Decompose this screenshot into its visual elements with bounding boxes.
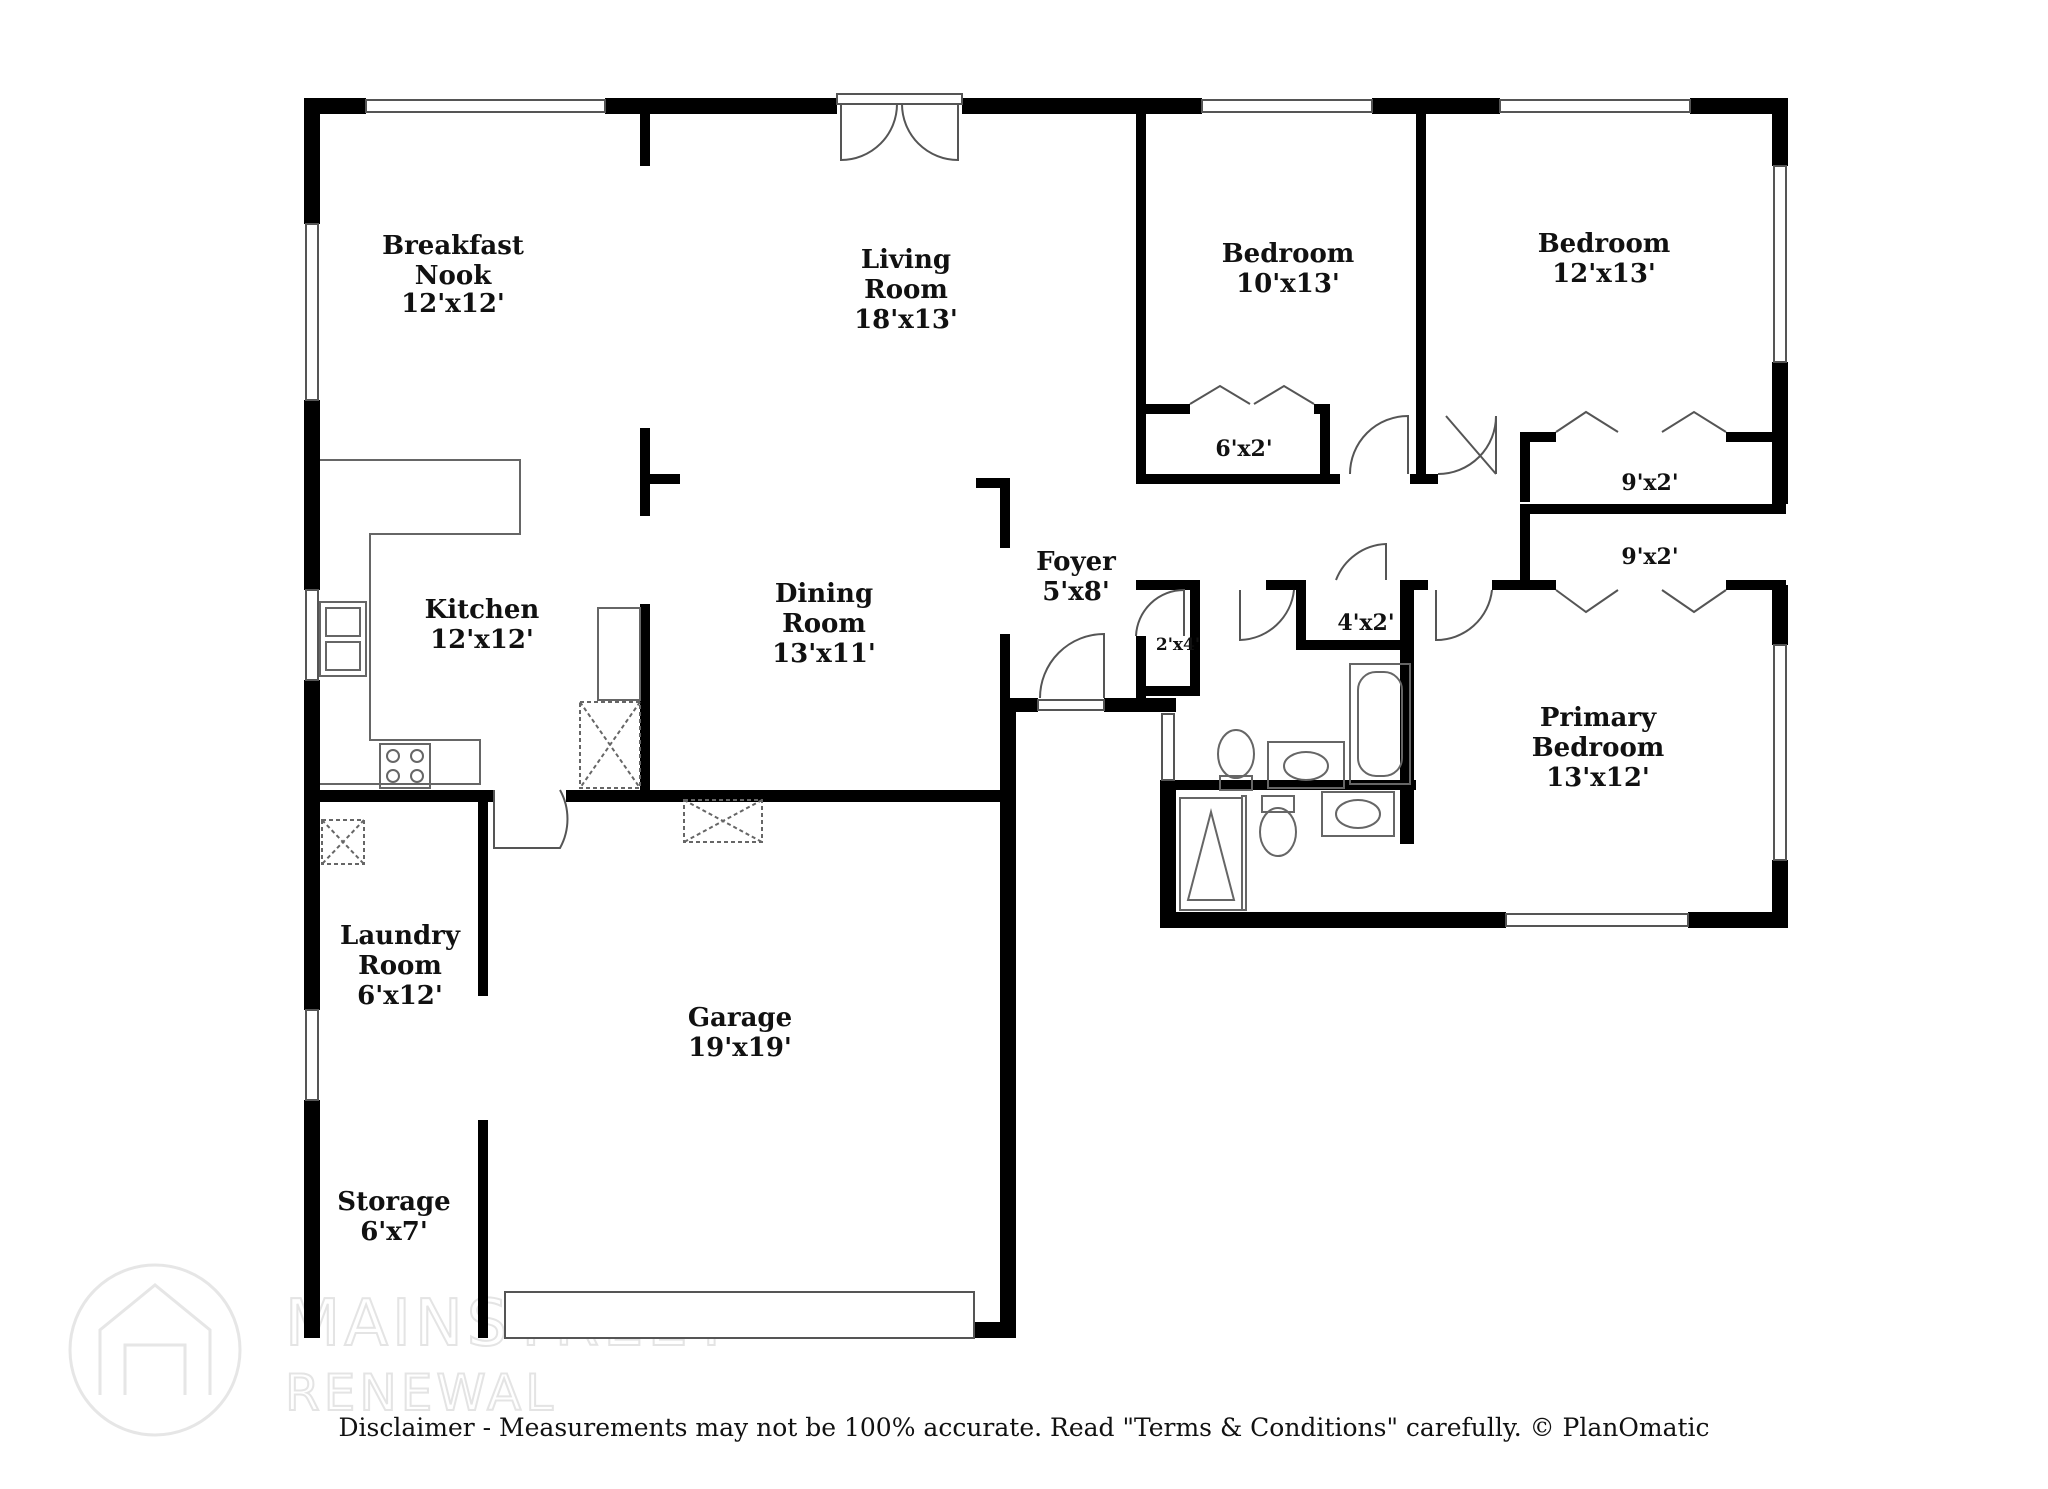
dining-room-label: Dining bbox=[775, 579, 873, 609]
garage-label: Garage bbox=[688, 1003, 792, 1033]
breakfast-nook-label-2: Nook bbox=[415, 261, 492, 291]
windows bbox=[305, 99, 1787, 1339]
room-labels: Breakfast Nook 12'x12' Living Room 18'x1… bbox=[337, 229, 1678, 1247]
breakfast-nook-label: Breakfast bbox=[382, 231, 524, 261]
living-room-label: Living bbox=[861, 245, 951, 275]
bedroom-1-size: 10'x13' bbox=[1236, 269, 1340, 299]
foyer-size: 5'x8' bbox=[1042, 577, 1110, 607]
laundry-room-size: 6'x12' bbox=[357, 981, 443, 1011]
watermark-logo: MAINSTREET RENEWAL bbox=[68, 1263, 732, 1437]
fixtures bbox=[319, 459, 1411, 911]
breakfast-nook-size: 12'x12' bbox=[401, 289, 505, 319]
closet-bedroom-2-size: 9'x2' bbox=[1621, 470, 1678, 496]
linen-closet-size: 4'x2' bbox=[1337, 610, 1394, 636]
living-room-label-2: Room bbox=[864, 275, 948, 305]
storage-label: Storage bbox=[337, 1187, 450, 1217]
foyer-label: Foyer bbox=[1036, 547, 1116, 577]
dining-room-label-2: Room bbox=[782, 609, 866, 639]
walls bbox=[304, 98, 1788, 1338]
bedroom-1-label: Bedroom bbox=[1222, 239, 1355, 269]
door-swings bbox=[493, 384, 1727, 849]
laundry-room-label-2: Room bbox=[358, 951, 442, 981]
dining-room-size: 13'x11' bbox=[772, 639, 876, 669]
bedroom-2-size: 12'x13' bbox=[1552, 259, 1656, 289]
kitchen-size: 12'x12' bbox=[430, 625, 534, 655]
storage-size: 6'x7' bbox=[360, 1217, 428, 1247]
closet-bedroom-1-size: 6'x2' bbox=[1215, 436, 1272, 462]
bedroom-2-label: Bedroom bbox=[1538, 229, 1671, 259]
watermark-line-2: RENEWAL bbox=[285, 1364, 557, 1422]
french-door bbox=[836, 93, 963, 162]
coat-closet-size: 2'x4' bbox=[1156, 635, 1200, 655]
kitchen-label: Kitchen bbox=[425, 595, 540, 625]
closet-primary-size: 9'x2' bbox=[1621, 544, 1678, 570]
disclaimer-text: Disclaimer - Measurements may not be 100… bbox=[338, 1413, 1709, 1442]
garage-size: 19'x19' bbox=[688, 1033, 792, 1063]
primary-bedroom-label: Primary bbox=[1540, 703, 1657, 733]
living-room-size: 18'x13' bbox=[854, 305, 958, 335]
primary-bedroom-label-2: Bedroom bbox=[1532, 733, 1665, 763]
laundry-room-label: Laundry bbox=[340, 921, 461, 951]
primary-bedroom-size: 13'x12' bbox=[1546, 763, 1650, 793]
